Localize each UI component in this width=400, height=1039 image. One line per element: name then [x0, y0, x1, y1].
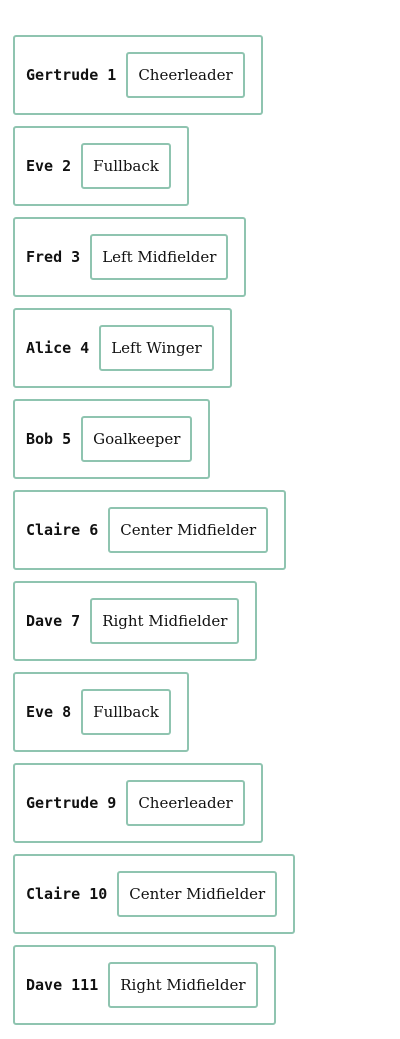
player-name: Gertrude 9 — [26, 794, 117, 812]
player-card: Eve 2 Fullback — [13, 126, 189, 206]
player-role: Center Midfielder — [117, 871, 278, 917]
player-name: Bob 5 — [26, 430, 72, 448]
player-role: Center Midfielder — [108, 507, 269, 553]
player-name: Alice 4 — [26, 339, 90, 357]
player-role: Fullback — [81, 143, 171, 189]
player-card: Dave 111 Right Midfielder — [13, 945, 276, 1025]
player-card: Fred 3 Left Midfielder — [13, 217, 247, 297]
player-role: Goalkeeper — [81, 416, 193, 462]
player-role: Left Midfielder — [90, 234, 229, 280]
player-card: Eve 8 Fullback — [13, 672, 189, 752]
player-role: Right Midfielder — [108, 962, 258, 1008]
player-name: Claire 10 — [26, 885, 108, 903]
player-role: Left Winger — [99, 325, 214, 371]
player-name: Fred 3 — [26, 248, 81, 266]
player-name: Dave 111 — [26, 976, 99, 994]
player-card: Alice 4 Left Winger — [13, 308, 232, 388]
player-name: Gertrude 1 — [26, 66, 117, 84]
player-card: Dave 7 Right Midfielder — [13, 581, 258, 661]
player-card: Claire 6 Center Midfielder — [13, 490, 287, 570]
player-name: Eve 2 — [26, 157, 72, 175]
player-role: Fullback — [81, 689, 171, 735]
player-card: Claire 10 Center Midfielder — [13, 854, 296, 934]
player-name: Eve 8 — [26, 703, 72, 721]
player-card: Gertrude 9 Cheerleader — [13, 763, 263, 843]
player-role: Cheerleader — [126, 52, 245, 98]
player-role: Cheerleader — [126, 780, 245, 826]
player-card: Gertrude 1 Cheerleader — [13, 35, 263, 115]
player-list: Gertrude 1 Cheerleader Eve 2 Fullback Fr… — [13, 35, 296, 1025]
player-name: Dave 7 — [26, 612, 81, 630]
player-name: Claire 6 — [26, 521, 99, 539]
player-role: Right Midfielder — [90, 598, 240, 644]
player-card: Bob 5 Goalkeeper — [13, 399, 211, 479]
